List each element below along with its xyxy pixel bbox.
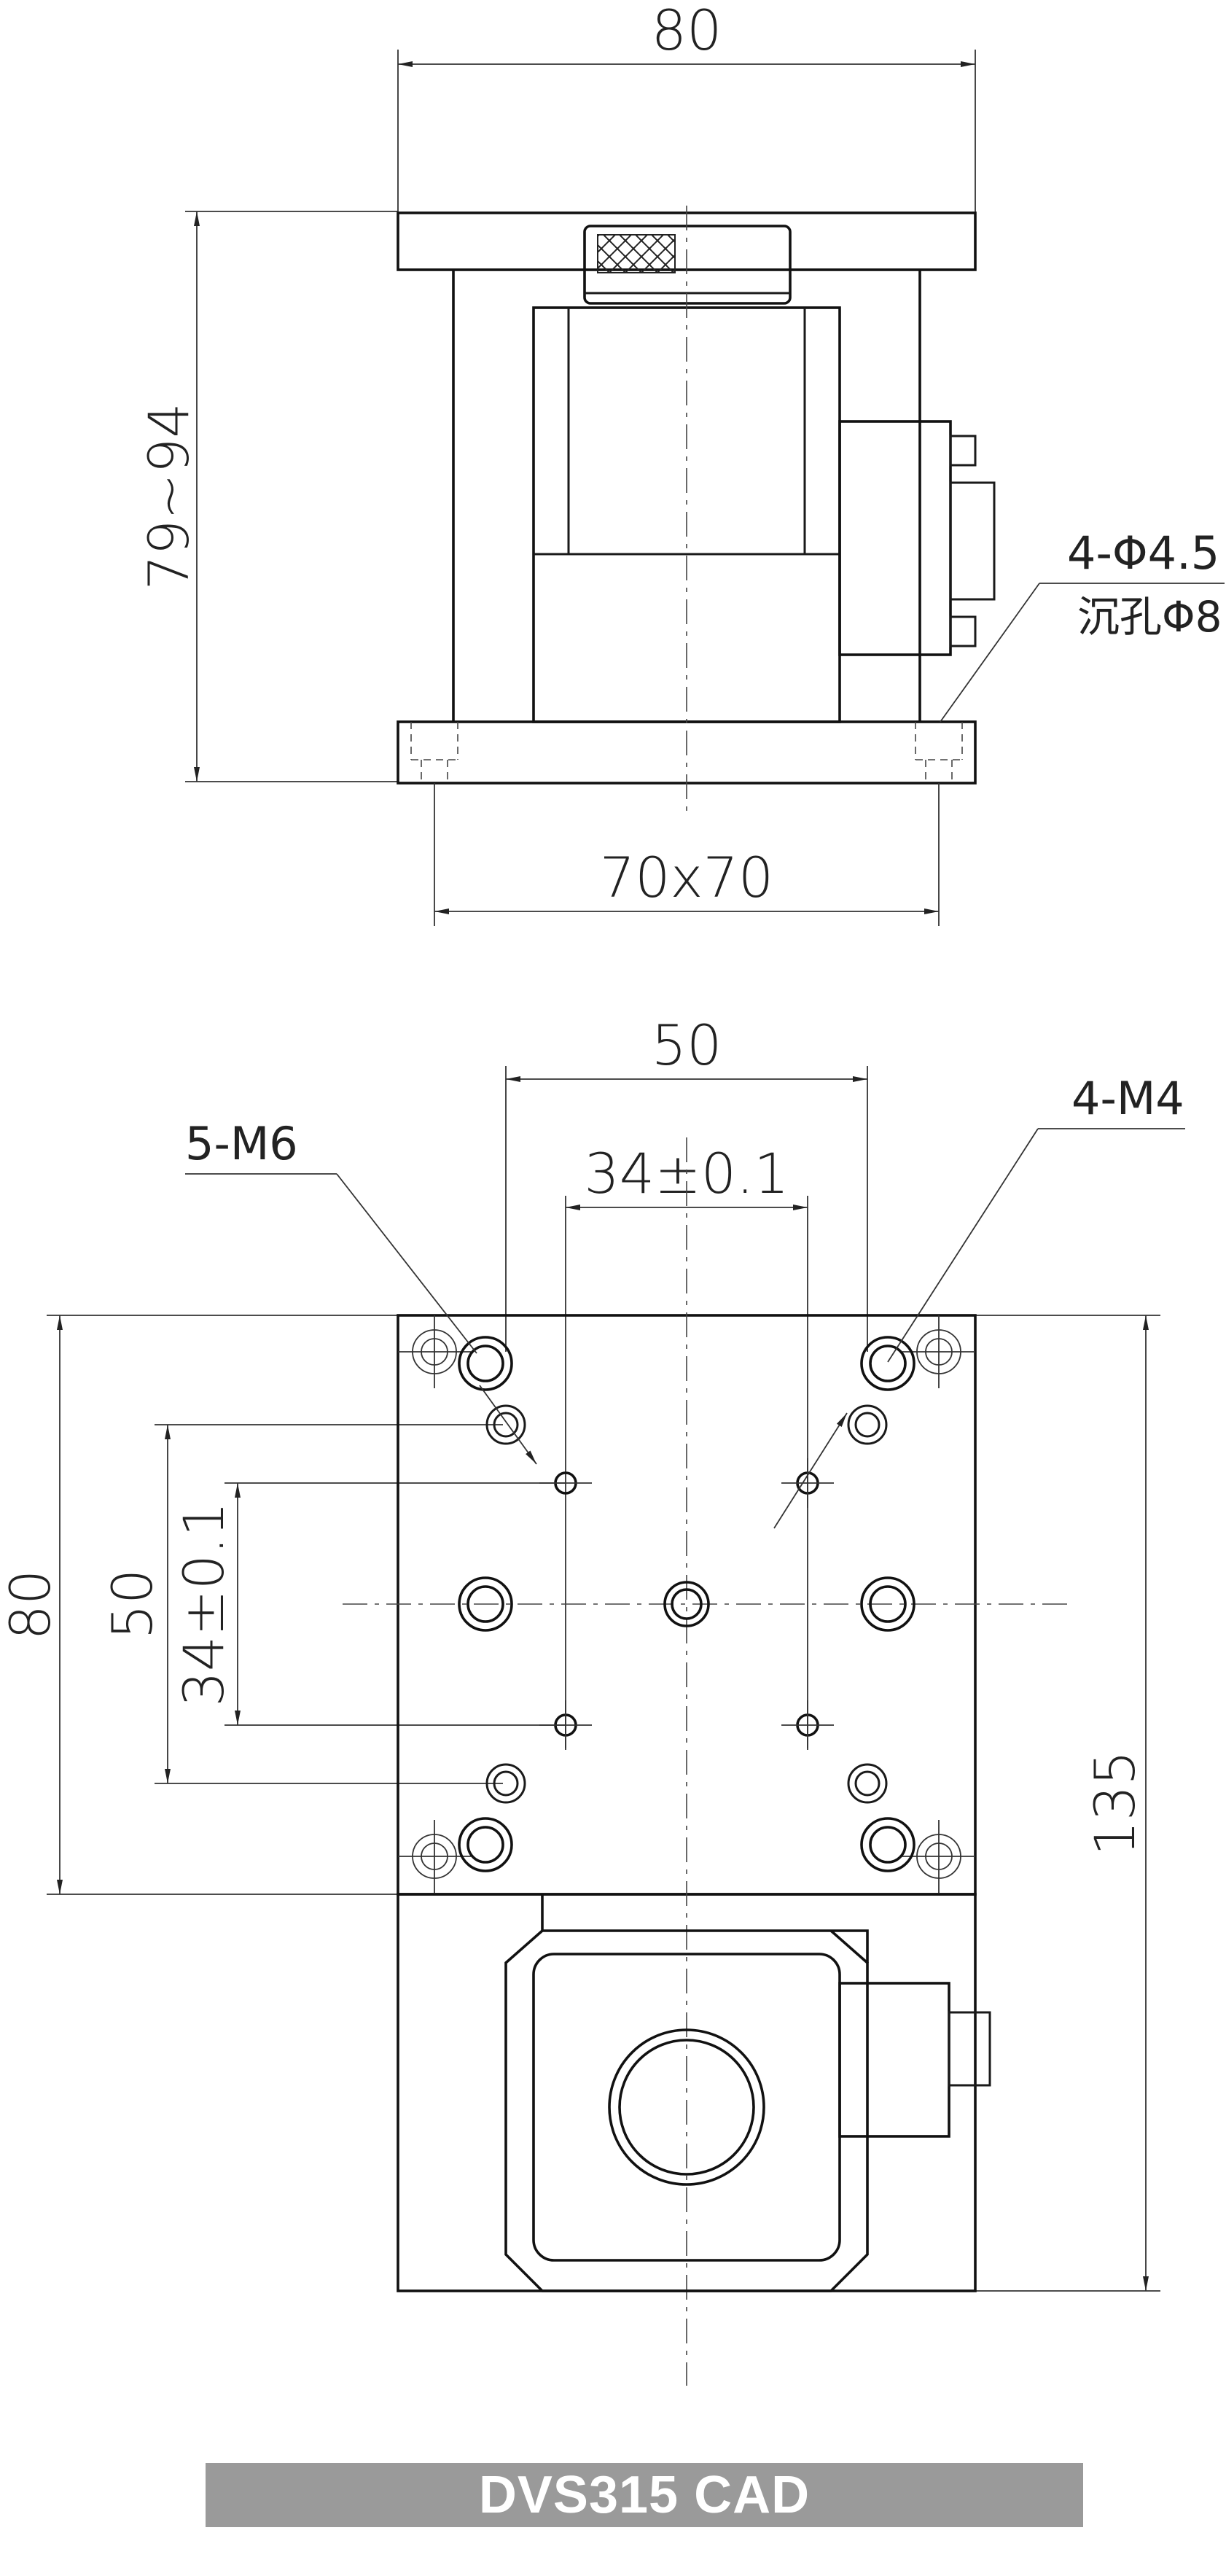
- dim-label-height: 79~94: [136, 402, 201, 590]
- footer-title-bar: DVS315 CAD: [206, 2463, 1083, 2527]
- dim-label-34-vertical: 34±0.1: [171, 1501, 236, 1706]
- counterbore-left-hidden: [410, 722, 458, 783]
- dim-label-top-80: 80: [652, 0, 722, 63]
- leader-m6-arrow: [479, 1385, 537, 1465]
- dim-label-50-vertical: 50: [100, 1569, 165, 1640]
- corner-mount-holes: [398, 1315, 975, 1893]
- top-view: 50 34±0.1 80 50 34±0.1 135: [0, 1013, 1185, 2386]
- motor-connector-box: [838, 1982, 950, 2138]
- motor-bore-inner: [618, 2039, 755, 2176]
- leader-hole-callout: [940, 583, 1040, 723]
- dim-label-135: 135: [1082, 1750, 1147, 1856]
- m4-note: 4-M4: [1071, 1072, 1184, 1125]
- leader-m4-arrow: [773, 1412, 848, 1529]
- counterbore-note: 沉孔Φ8: [1077, 592, 1222, 642]
- leader-m6: [336, 1173, 477, 1354]
- m6-note: 5-M6: [185, 1117, 298, 1170]
- lower-body-step: [541, 1894, 869, 1963]
- m4-threaded-holes: [539, 1458, 834, 1750]
- dim-label-70x70: 70x70: [600, 845, 773, 910]
- intermediate-holes: [485, 1404, 888, 1804]
- knurl-pattern: [597, 234, 676, 273]
- mount-hole-note: 4-Φ4.5: [1067, 526, 1219, 580]
- micrometer-knob: [583, 225, 792, 305]
- dim-label-80-vertical: 80: [0, 1570, 63, 1641]
- side-motor-box: [838, 420, 952, 656]
- motor-housing-outline: [504, 1929, 869, 2292]
- leader-m4: [887, 1128, 1039, 1363]
- counterbore-right-hidden: [915, 722, 963, 783]
- side-view: 80 79~94 70x70: [136, 0, 1225, 926]
- motor-bore-outer: [608, 2028, 765, 2186]
- side-screw-top: [949, 435, 977, 467]
- side-connector: [949, 481, 996, 601]
- footer-title: DVS315 CAD: [478, 2466, 811, 2524]
- m6-threaded-holes: [458, 1336, 915, 1872]
- motor-connector-plug: [948, 2011, 991, 2087]
- dim-label-50: 50: [652, 1013, 722, 1078]
- side-screw-bottom: [949, 615, 977, 647]
